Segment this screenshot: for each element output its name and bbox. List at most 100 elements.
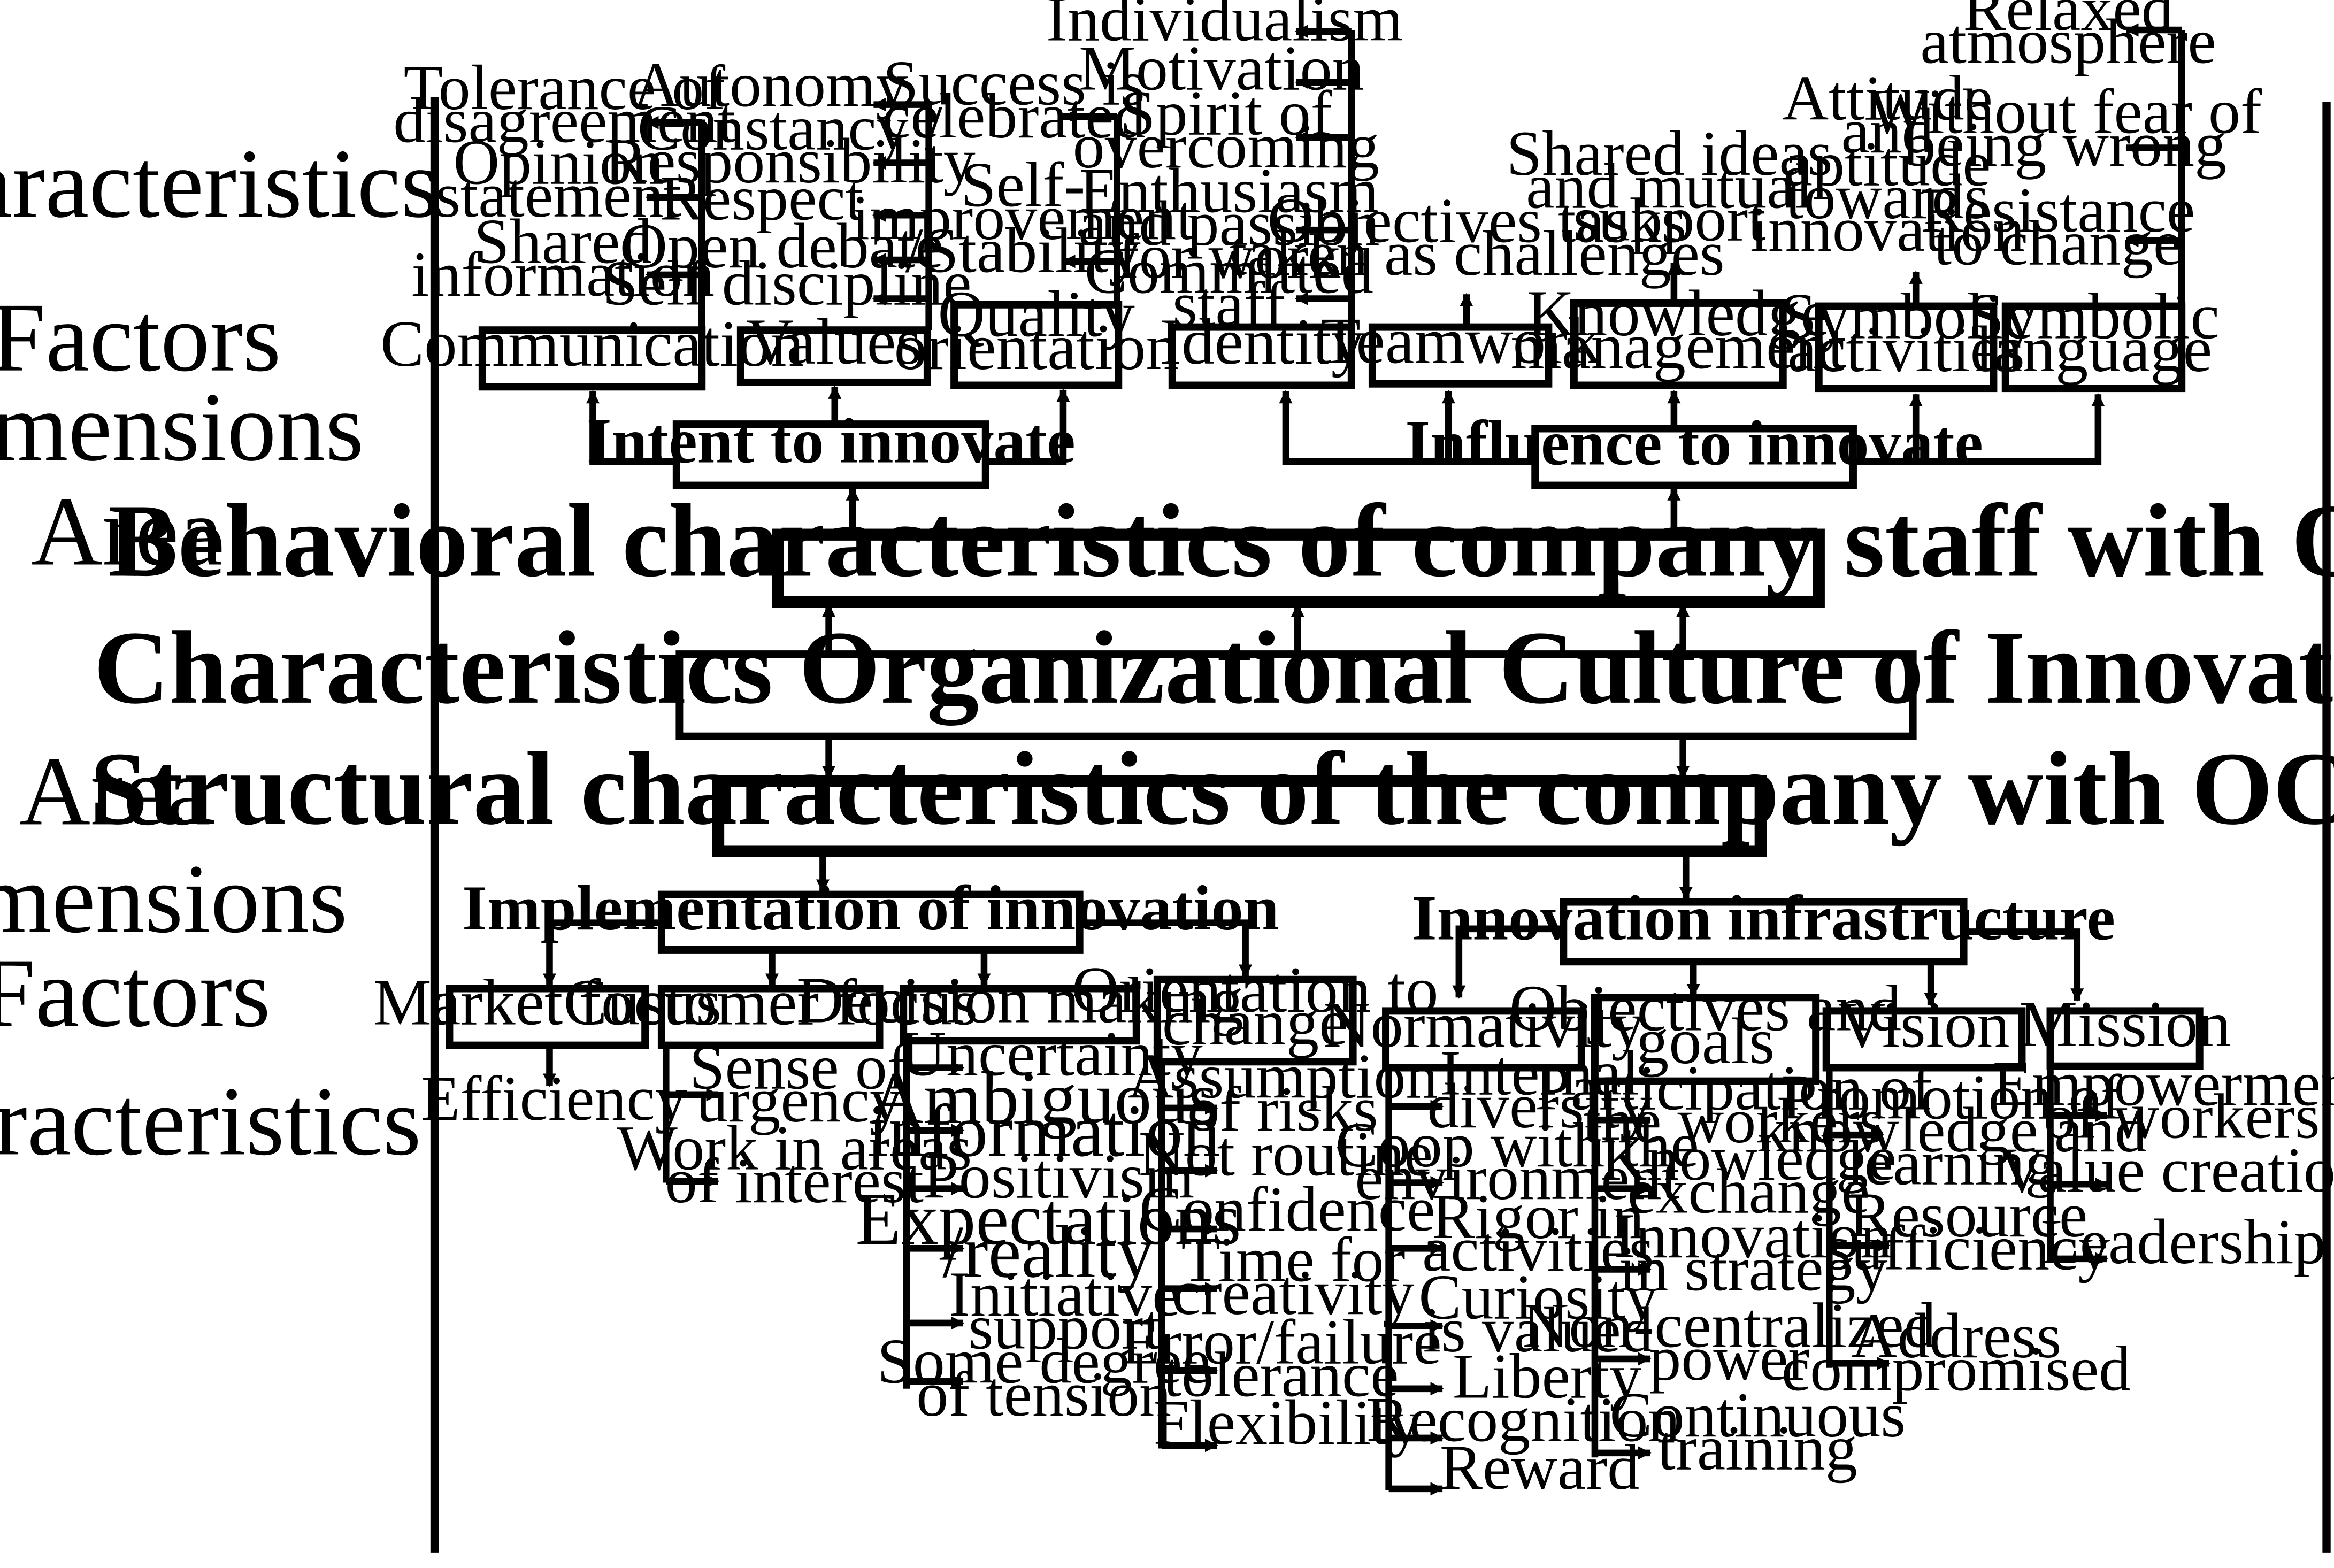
factor-orientation-to-change	[1153, 975, 1357, 1066]
factor-customer-focus	[657, 985, 884, 1049]
char-assumption-of-risks: Assumptionof risks	[1127, 1040, 1438, 1144]
char-attitude-aptitude: Attitudeandaptitudetowardsinnovation	[1750, 63, 2024, 265]
char-success-is-celebrated: Success iscelebrated	[882, 48, 1146, 151]
char-without-fear-line: Without fear of	[1869, 76, 2262, 147]
char-committed-staff-line: staff	[1172, 268, 1285, 340]
char-tolerance-of-disagreement: Tolerance ofdisagreement	[393, 52, 735, 156]
char-objectives-tasks-challenges-line: Objectives tasks	[1268, 185, 1686, 256]
char-rigor-in-activities-line: Rigor in	[1432, 1181, 1644, 1252]
factor-vision	[1822, 1007, 2026, 1072]
row-label-dimensions-top: Dimensions	[0, 372, 364, 481]
char-individualism-line: Individualism	[1046, 0, 1403, 55]
char-enthusiasm-passion-line: for work	[1118, 220, 1341, 291]
char-address-compromised: Addresscompromised	[1782, 1300, 2131, 1404]
factor-quality-orientation-label-line: orientation	[894, 311, 1179, 383]
char-objectives-tasks-challenges: Objectives taskstaken as challenges	[1229, 185, 1725, 288]
row-label-dimensions-bottom: Dimensions	[0, 844, 348, 953]
factor-symbolic-activities-label: Symbolicactivities	[1780, 280, 2032, 386]
char-committed-staff-line: Committed	[1085, 235, 1373, 306]
char-shared-ideas-support-line: support	[1573, 183, 1765, 255]
char-non-centralized-power-line: Non-centralized	[1523, 1290, 1936, 1361]
char-spirit-of-overcoming: Spirit ofovercoming	[1073, 77, 1379, 181]
dimension-intent-to-innovate-label: Intent to innovate	[587, 405, 1076, 476]
char-work-in-areas-line: of interest	[665, 1145, 924, 1216]
factor-mission-label: Mission	[2019, 988, 2231, 1060]
char-initiative-support-line: support	[969, 1291, 1161, 1362]
row-label-characteristics-top: Characteristics	[0, 129, 439, 238]
char-internal-diversity: Internaldiversity	[1427, 1037, 1652, 1141]
char-expectations-reality: Expectations/reality	[856, 1178, 1241, 1293]
structural-area-box-label: Structural characteristics of the compan…	[90, 731, 2334, 847]
char-individualism: Individualism	[1046, 0, 1403, 55]
char-work-in-areas-line: Work in areas	[617, 1112, 972, 1183]
char-shared-ideas-support-line: and mutual	[1526, 150, 1813, 221]
char-value-creation: Value creation	[1999, 1134, 2334, 1205]
dimension-intent-to-innovate	[672, 420, 989, 489]
char-opinion-statement-line: statement	[435, 159, 681, 230]
char-rigor-in-activities: Rigor inactivities	[1422, 1181, 1654, 1285]
factor-symbolic-language-label: Symboliclanguage	[1968, 280, 2220, 386]
char-open-debate: Open debate	[621, 210, 943, 281]
factor-symbolic-language	[2001, 302, 2186, 393]
factor-quality-orientation-label-line: Quality	[938, 278, 1134, 350]
dimension-innovation-infrastructure	[1560, 898, 1968, 966]
char-promotion-of-knowledge-line: knowledge and	[1756, 1094, 2147, 1165]
char-resource-sufficiency-line: sufficiency	[1826, 1212, 2110, 1283]
factor-communication	[478, 326, 706, 391]
char-efficiency: Efficiency	[421, 1063, 687, 1134]
row-label-area-bottom: Area	[19, 736, 211, 846]
char-promotion-of-knowledge-line: learning	[1847, 1127, 2057, 1198]
char-autonomy-line: Autonomy	[633, 49, 908, 120]
char-resistance-to-change-line: to change	[1934, 207, 2182, 278]
char-reward: Reward	[1440, 1432, 1639, 1503]
arrow-influence-to-identity	[1279, 390, 1535, 465]
char-time-for-creativity-line: Time for	[1181, 1224, 1405, 1295]
char-innovation-in-strategy: Innovationin strategy	[1614, 1200, 1892, 1304]
factor-normativity	[1382, 1007, 1585, 1072]
char-leadership: Leadership	[2040, 1206, 2325, 1277]
char-tolerance-of-disagreement-line: Tolerance of	[404, 52, 725, 123]
char-leadership-line: Leadership	[2040, 1206, 2325, 1277]
row-label-factors-bottom: Factors	[0, 938, 271, 1047]
char-expectations-reality-line: Expectations	[856, 1178, 1241, 1260]
char-open-debate-line: Open debate	[621, 210, 943, 281]
factor-normativity-label: Normativity	[1323, 988, 1644, 1061]
char-not-routine: Not routine	[1139, 1118, 1433, 1189]
structural-area-box	[712, 775, 1767, 857]
factor-symbolic-language-label-line: language	[1975, 313, 2212, 386]
char-attitude-aptitude-line: towards	[1786, 161, 1989, 232]
char-empowerment-of-workers: Empowermentof workers	[1993, 1048, 2334, 1151]
row-label-characteristics-bottom: Characteristics	[0, 1066, 421, 1175]
factor-knowledge-management-label-line: Knowledge	[1527, 277, 1830, 350]
char-error-failure-tolerance-line: Error/failure	[1121, 1306, 1442, 1377]
arrow-intent-to-communication	[586, 390, 677, 465]
char-success-is-celebrated-line: Success is	[883, 48, 1145, 119]
char-flexibility-line: Flexibility	[1154, 1387, 1421, 1458]
char-continuous-training: Continuoustraining	[1609, 1379, 1906, 1483]
char-uncertainty: Uncertainty	[900, 1018, 1203, 1089]
char-opinion-statement-line: Opinion	[453, 127, 663, 198]
arrow-infra-to-mission	[1963, 928, 2084, 1002]
char-liberty-line: Liberty	[1453, 1341, 1641, 1412]
char-empowerment-of-workers-line: of workers	[2044, 1081, 2320, 1152]
dimension-influence-to-innovate-label: Influence to innovate	[1405, 407, 1983, 478]
char-respect: Respect	[660, 163, 863, 234]
factor-orientation-to-change-label-line: Orientation to	[1072, 954, 1439, 1026]
char-participation-of-workers: Participation ofthe workers	[1535, 1052, 1932, 1156]
arrow-infra-to-normativity	[1452, 925, 1564, 999]
char-resource-sufficiency: Resourcesufficiency	[1826, 1179, 2110, 1283]
char-ambiguous-information-line: Ambiguous	[870, 1057, 1218, 1140]
factor-symbolic-language-label-line: Symbolic	[1968, 280, 2220, 353]
char-address-compromised-line: Address	[1851, 1300, 2061, 1371]
factor-teamwork-label: Teamwork	[1320, 305, 1601, 378]
char-shared-information: Sharedinformation	[411, 206, 715, 310]
char-non-centralized-power: Non-centralizedpower	[1523, 1290, 1936, 1394]
char-empowerment-of-workers-line: Empowerment	[1993, 1048, 2334, 1119]
char-shared-ideas-support-line: Shared ideas	[1507, 118, 1833, 189]
arrow-impl-to-market	[542, 919, 662, 987]
char-success-is-celebrated-line: celebrated	[882, 80, 1146, 151]
char-time-for-creativity: Time forcreativity	[1172, 1224, 1414, 1328]
char-value-creation-line: Value creation	[1999, 1134, 2334, 1205]
char-opinion-statement: Opinionstatement	[435, 127, 681, 230]
